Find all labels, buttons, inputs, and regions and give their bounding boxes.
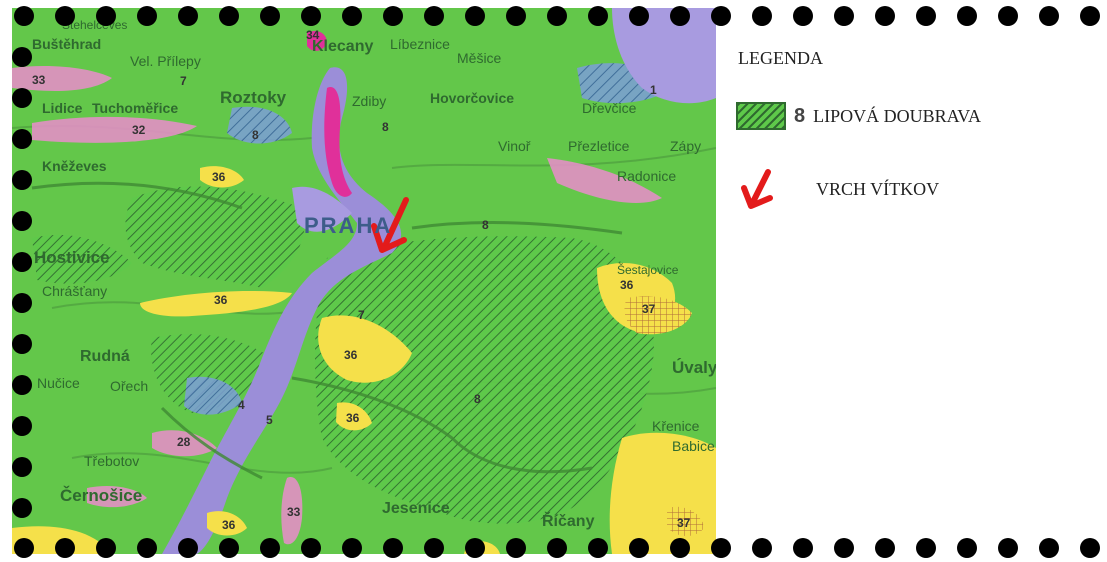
frame-dot bbox=[1080, 538, 1100, 558]
zone-number: 33 bbox=[287, 505, 301, 519]
frame-dot bbox=[1039, 538, 1059, 558]
place-label-vinor: Vinoř bbox=[498, 138, 531, 154]
place-label-cernosice: Černošice bbox=[60, 486, 143, 505]
frame-dot bbox=[793, 538, 813, 558]
frame-dot bbox=[957, 6, 977, 26]
place-label-stehelceves: Stehelčeves bbox=[62, 18, 128, 32]
zone-number: 8 bbox=[252, 128, 259, 142]
place-label-knezeves: Kněževes bbox=[42, 158, 107, 174]
legend-label: LIPOVÁ DOUBRAVA bbox=[813, 105, 981, 126]
place-label-zdiby: Zdiby bbox=[352, 93, 387, 109]
frame-dot bbox=[752, 538, 772, 558]
zone-number: 36 bbox=[212, 170, 226, 184]
place-label-hovorcovice: Hovorčovice bbox=[430, 90, 515, 106]
frame-dot bbox=[752, 6, 772, 26]
frame-dot bbox=[1080, 6, 1100, 26]
legend-item-vrch-vitkov: VRCH VÍTKOV bbox=[736, 168, 939, 210]
zone-number: 36 bbox=[620, 278, 634, 292]
zone-number: 36 bbox=[214, 293, 228, 307]
zone-number: 1 bbox=[650, 83, 657, 97]
frame-dot bbox=[834, 538, 854, 558]
place-label-krenice: Křenice bbox=[652, 418, 700, 434]
place-label-trebotov: Třebotov bbox=[84, 453, 140, 469]
zone-number: 37 bbox=[642, 302, 656, 316]
place-label-hostivice: Hostivice bbox=[34, 248, 110, 267]
place-label-roztoky: Roztoky bbox=[220, 88, 287, 107]
frame-dot bbox=[834, 6, 854, 26]
place-label-jesenice: Jesenice bbox=[382, 500, 450, 517]
legend-label: VRCH VÍTKOV bbox=[816, 178, 940, 199]
zone-number: 5 bbox=[266, 413, 273, 427]
frame-dot bbox=[875, 6, 895, 26]
legend-title: LEGENDA bbox=[738, 48, 823, 68]
red-arrow-icon bbox=[741, 169, 773, 209]
place-label-libeznice: Líbeznice bbox=[390, 36, 450, 52]
zone-number: 7 bbox=[358, 308, 365, 322]
zone-number: 33 bbox=[32, 73, 46, 87]
place-label-rudna: Rudná bbox=[80, 348, 130, 365]
zone-number: 8 bbox=[482, 218, 489, 232]
frame-dot bbox=[1039, 6, 1059, 26]
frame-dot bbox=[916, 538, 936, 558]
place-label-babice: Babice bbox=[672, 438, 715, 454]
place-label-radonice: Radonice bbox=[617, 168, 677, 184]
place-label-chrustany: Chrášťany bbox=[42, 283, 108, 299]
zone-number: 7 bbox=[180, 74, 187, 88]
place-label-zapy: Zápy bbox=[670, 138, 702, 154]
vitkov-arrow bbox=[371, 197, 409, 253]
zone-number: 34 bbox=[306, 28, 320, 42]
place-label-lidice: Lidice bbox=[42, 100, 83, 116]
frame-dot bbox=[875, 538, 895, 558]
place-label-mesice: Měšice bbox=[457, 50, 502, 66]
zone-number: 37 bbox=[677, 516, 691, 530]
frame-dot bbox=[998, 6, 1018, 26]
hatched-green-swatch bbox=[736, 102, 786, 130]
map-shapes bbox=[12, 8, 716, 554]
place-label-drevcice: Dřevčice bbox=[582, 100, 637, 116]
vegetation-map: Buštěhrad Stehelčeves Vel. Přílepy Kleca… bbox=[12, 8, 716, 554]
legend-zone-number: 8 bbox=[794, 104, 806, 127]
place-label-sestajovice: Šestajovice bbox=[617, 263, 679, 277]
frame-dot bbox=[957, 538, 977, 558]
zone-number: 36 bbox=[344, 348, 358, 362]
place-label-uvaly: Úvaly bbox=[672, 358, 716, 377]
place-label-praha: PRAHA bbox=[304, 213, 393, 238]
place-label-tuchomerice: Tuchoměřice bbox=[92, 100, 179, 116]
frame-dot bbox=[998, 538, 1018, 558]
place-label-prezletice: Přezletice bbox=[568, 138, 630, 154]
frame-dot bbox=[793, 6, 813, 26]
place-label-velprilepy: Vel. Přílepy bbox=[130, 53, 201, 69]
place-label-klecany: Klecany bbox=[312, 38, 374, 55]
zone-number: 28 bbox=[177, 435, 191, 449]
zone-number: 8 bbox=[474, 392, 481, 406]
place-label-nucice: Nučice bbox=[37, 375, 80, 391]
place-label-bustehrad: Buštěhrad bbox=[32, 36, 102, 52]
legend-item-lipova-doubrava: 8 LIPOVÁ DOUBRAVA bbox=[736, 102, 981, 130]
place-label-ricany: Říčany bbox=[542, 513, 595, 530]
zone-number: 36 bbox=[346, 411, 360, 425]
zone-number: 8 bbox=[382, 120, 389, 134]
zone-number: 36 bbox=[222, 518, 236, 532]
place-label-orech: Ořech bbox=[110, 378, 149, 394]
zone-number: 32 bbox=[132, 123, 146, 137]
frame-dot bbox=[916, 6, 936, 26]
zone-number: 4 bbox=[238, 398, 245, 412]
